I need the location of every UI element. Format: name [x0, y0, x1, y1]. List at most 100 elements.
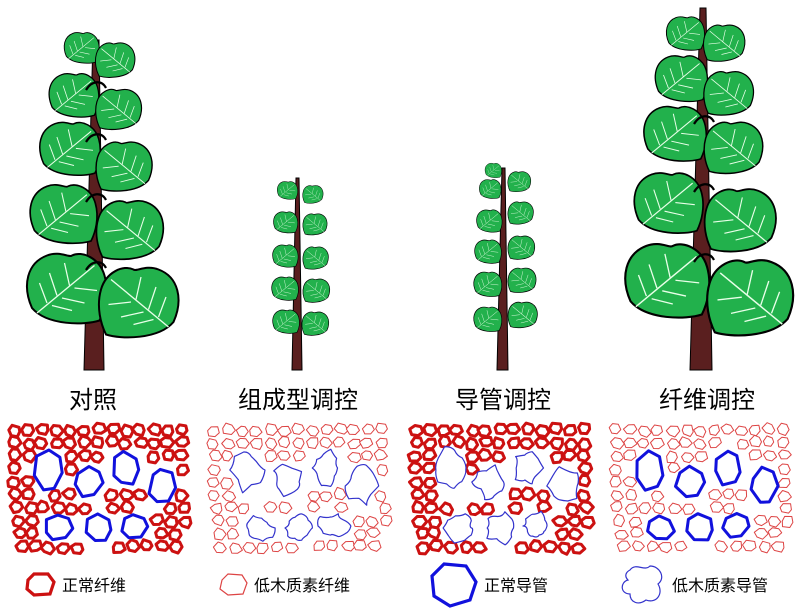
fiber-cell-46 — [174, 488, 190, 504]
fiber-cell-74 — [570, 542, 587, 555]
fiber-cell-39 — [221, 490, 237, 503]
fiber-cell-60 — [365, 527, 381, 538]
fiber-cell-71 — [111, 541, 127, 554]
fiber-cell-51 — [682, 503, 696, 515]
fiber-cell-38 — [20, 475, 36, 488]
fiber-cell-41 — [651, 490, 665, 503]
vessel-cell-1 — [73, 465, 105, 499]
fiber-cell-30 — [491, 450, 506, 464]
fiber-cell-72 — [542, 539, 559, 554]
fiber-cell-53 — [105, 501, 121, 515]
fiber-cell-39 — [610, 490, 624, 502]
fiber-cell-60 — [579, 515, 596, 530]
fiber-cell-49 — [35, 499, 50, 514]
fiber-cell-7 — [708, 424, 720, 436]
fiber-cell-42 — [424, 489, 439, 503]
fiber-cell-71 — [529, 539, 544, 553]
fiber-cell-31 — [347, 452, 362, 464]
vessel-cell-6 — [317, 513, 352, 538]
fiber-cell-69 — [341, 540, 355, 552]
fiber-cell-60 — [163, 514, 179, 529]
fiber-cell-55 — [162, 501, 178, 515]
fiber-cell-37 — [6, 475, 21, 490]
fiber-cell-6 — [91, 421, 108, 435]
fiber-cell-28 — [681, 452, 695, 464]
fiber-cell-26 — [623, 449, 637, 461]
fiber-cell-4 — [466, 423, 482, 438]
fiber-cell-63 — [24, 526, 39, 540]
fiber-cell-47 — [263, 501, 278, 513]
fiber-cell-50 — [668, 502, 683, 514]
fiber-cell-20 — [506, 436, 521, 450]
fiber-cell-9 — [734, 425, 749, 436]
fiber-cell-45 — [132, 488, 149, 502]
fiber-cell-13 — [410, 436, 424, 449]
fiber-cell-10 — [345, 423, 360, 435]
fiber-cell-38 — [408, 476, 425, 490]
cross-section-control — [6, 421, 193, 556]
fiber-cell-41 — [410, 487, 426, 500]
fiber-cell-42 — [708, 489, 723, 501]
fiber-cell-55 — [365, 515, 379, 528]
fiber-cell-3 — [249, 425, 263, 438]
fiber-cell-17 — [264, 437, 278, 451]
fiber-cell-0 — [207, 426, 220, 438]
vessel-cell-0 — [32, 448, 64, 492]
vessel-cell-5 — [84, 512, 113, 542]
fiber-cell-29 — [77, 448, 93, 463]
fiber-cell-34 — [207, 464, 221, 476]
fiber-cell-71 — [742, 539, 757, 552]
fiber-cell-42 — [333, 486, 347, 501]
fiber-cell-4 — [265, 423, 279, 436]
fiber-cell-45 — [777, 490, 792, 503]
fiber-cell-46 — [576, 488, 591, 503]
fiber-cell-17 — [667, 438, 681, 450]
fiber-cell-72 — [758, 540, 771, 554]
fiber-cell-40 — [21, 487, 36, 501]
fiber-cell-59 — [353, 529, 367, 541]
fiber-cell-58 — [226, 527, 240, 540]
fiber-cell-57 — [11, 514, 26, 529]
fiber-cell-19 — [292, 437, 305, 450]
fiber-cell-37 — [577, 461, 594, 476]
fiber-cell-10 — [146, 422, 163, 437]
vessel-cell-4 — [44, 513, 75, 542]
vessel-cell-2 — [714, 449, 742, 487]
fiber-cell-13 — [610, 437, 625, 450]
fiber-cell-32 — [161, 448, 175, 462]
fiber-cell-11 — [562, 424, 578, 437]
fiber-cell-56 — [628, 516, 643, 528]
fiber-cell-70 — [353, 539, 367, 551]
fiber-cell-48 — [24, 501, 39, 516]
fiber-cell-39 — [423, 476, 438, 490]
fiber-cell-36 — [176, 463, 190, 477]
fiber-cell-43 — [722, 488, 735, 500]
fiber-cell-5 — [75, 425, 91, 438]
fiber-cell-6 — [493, 422, 509, 436]
fiber-cell-27 — [422, 448, 438, 462]
column-label-fiber: 纤维调控 — [659, 386, 755, 414]
fiber-cell-28 — [264, 450, 278, 462]
fiber-cell-65 — [271, 541, 284, 553]
fiber-cell-1 — [622, 424, 638, 435]
fiber-cell-5 — [681, 424, 694, 437]
fiber-cell-2 — [235, 425, 249, 438]
fiber-cell-61 — [630, 526, 644, 538]
fiber-cell-21 — [319, 436, 333, 449]
fiber-cell-61 — [177, 515, 193, 530]
fiber-cell-63 — [242, 542, 257, 554]
fiber-cell-7 — [106, 422, 122, 436]
fiber-cell-62 — [12, 526, 28, 540]
fiber-cell-37 — [622, 476, 638, 488]
fiber-cell-35 — [63, 462, 80, 477]
fiber-cell-22 — [749, 434, 762, 448]
fiber-cell-73 — [770, 541, 785, 553]
fiber-cell-67 — [658, 542, 673, 554]
fiber-cell-13 — [7, 434, 23, 450]
fiber-cell-15 — [636, 438, 650, 449]
fiber-cell-24 — [158, 436, 176, 449]
fiber-cell-51 — [64, 502, 79, 516]
vessel-cell-0 — [229, 451, 266, 494]
fiber-cell-58 — [767, 516, 782, 528]
vessel-cell-6 — [120, 513, 150, 540]
